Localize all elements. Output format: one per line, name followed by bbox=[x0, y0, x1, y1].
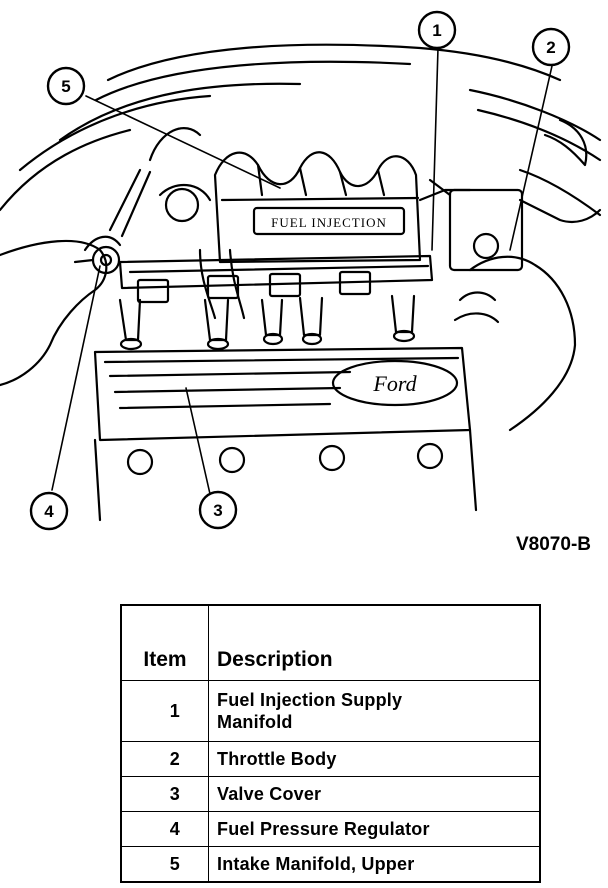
fuel-injectors bbox=[118, 294, 416, 351]
table-row: 3 Valve Cover bbox=[120, 776, 541, 812]
engraved-label: FUEL INJECTION bbox=[271, 215, 387, 230]
callout-3-label: 3 bbox=[213, 501, 222, 520]
row-description: Fuel Pressure Regulator bbox=[208, 811, 541, 847]
row-item: 3 bbox=[120, 776, 209, 812]
row-description: Fuel Injection Supply Manifold bbox=[208, 680, 541, 742]
callout-3: 3 bbox=[198, 490, 238, 530]
intake-manifold-upper: FUEL INJECTION bbox=[213, 151, 422, 264]
fuel-pressure-regulator bbox=[73, 245, 121, 275]
parts-table: Item Description 1 Fuel Injection Supply… bbox=[120, 604, 541, 883]
table-row: 1 Fuel Injection Supply Manifold bbox=[120, 680, 541, 742]
row-description: Throttle Body bbox=[208, 741, 541, 777]
callout-2: 2 bbox=[531, 27, 571, 67]
header-description: Description bbox=[208, 604, 541, 681]
engine-bay-contours bbox=[0, 43, 602, 217]
header-item: Item bbox=[120, 604, 209, 681]
table-row: 2 Throttle Body bbox=[120, 741, 541, 777]
right-hand bbox=[453, 255, 577, 432]
row-item: 1 bbox=[120, 680, 209, 742]
callout-2-label: 2 bbox=[546, 38, 555, 57]
callout-1-label: 1 bbox=[432, 21, 441, 40]
figure-code: V8070-B bbox=[516, 534, 591, 555]
table-header-row: Item Description bbox=[120, 604, 541, 681]
throttle-body bbox=[428, 178, 602, 272]
row-description: Valve Cover bbox=[208, 776, 541, 812]
leader-lines bbox=[51, 47, 553, 495]
callout-1: 1 bbox=[417, 10, 457, 50]
callout-4-label: 4 bbox=[44, 502, 54, 521]
ford-logo: Ford bbox=[372, 371, 417, 396]
valve-cover: Ford bbox=[93, 346, 478, 522]
row-item: 5 bbox=[120, 846, 209, 883]
table-row: 4 Fuel Pressure Regulator bbox=[120, 811, 541, 847]
fuel-supply-manifold bbox=[118, 254, 434, 304]
row-item: 4 bbox=[120, 811, 209, 847]
callout-5-label: 5 bbox=[61, 77, 70, 96]
callout-4: 4 bbox=[29, 491, 69, 531]
row-item: 2 bbox=[120, 741, 209, 777]
callout-5: 5 bbox=[46, 66, 86, 106]
engine-illustration: FUEL INJECTION bbox=[0, 10, 602, 531]
table-row: 5 Intake Manifold, Upper bbox=[120, 846, 541, 883]
row-description: Intake Manifold, Upper bbox=[208, 846, 541, 883]
